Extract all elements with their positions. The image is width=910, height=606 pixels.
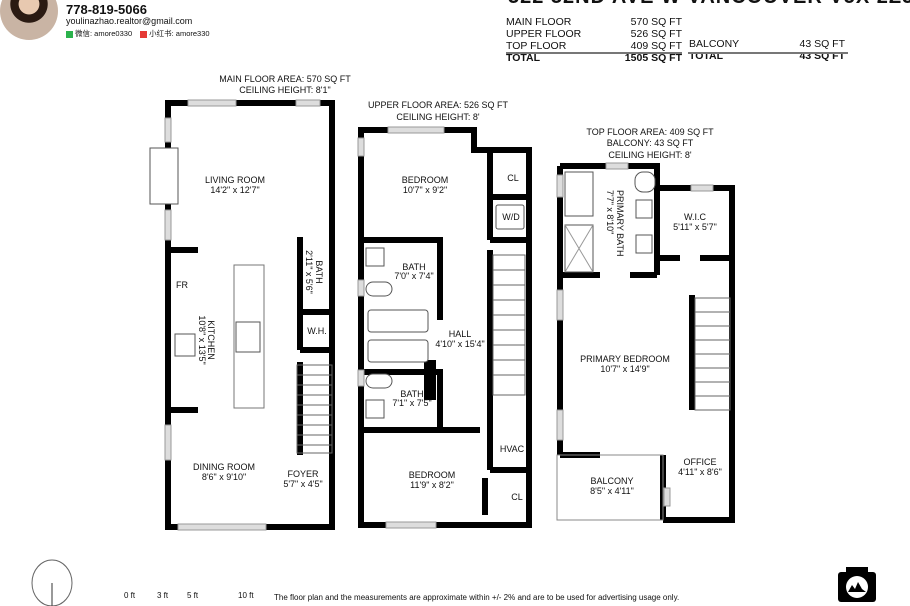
top-floor-ceiling: CEILING HEIGHT: 8' [608,150,692,160]
main-floor-ceiling: CEILING HEIGHT: 8'1" [239,85,330,95]
top-stairs [694,297,731,411]
scale-3: 3 ft [157,591,169,600]
main-stairs [296,364,333,454]
dining-room-label: DINING ROOM [193,462,255,472]
xiaohongshu-item: 小红书: amore330 [140,28,210,39]
balcony-label: BALCONY [590,476,633,486]
main-windows [164,99,321,531]
agent-phone: 778-819-5066 [66,2,147,17]
upper-fixtures [365,204,525,419]
wic-dim: 5'11" x 5'7" [673,222,717,232]
closet-1-label: CL [507,173,519,183]
area-label: TOP FLOOR [506,40,567,52]
hall-dim: 4'10" x 15'4" [435,339,484,349]
upper-floor-area: UPPER FLOOR AREA: 526 SQ FT [368,100,509,110]
top-windows [556,162,714,507]
bedroom-2-label: BEDROOM [409,470,456,480]
office-dim: 4'11" x 8'6" [678,467,722,477]
upper-walls [358,127,532,528]
upper-stairs [492,254,526,396]
agent-social: 微信: amore0330 小红书: amore330 [66,28,210,39]
primary-bath-dim: 7'7" x 8'10" [605,190,615,234]
fridge-label: FR [176,280,188,290]
area-value: 570 SQ FT [630,16,682,28]
balcony-label: BALCONY [689,38,740,50]
upper-windows [357,126,445,529]
kitchen-dim: 10'8" x 13'5" [197,315,207,364]
bedroom-1-dim: 10'7" x 9'2" [403,185,447,195]
main-bath-dim: 2'11" x 5'6" [304,250,314,294]
upper-floor-ceiling: CEILING HEIGHT: 8' [396,112,480,122]
primary-bedroom-label: PRIMARY BEDROOM [580,354,670,364]
total-row: TOTAL 1505 SQ FT [504,52,684,64]
living-room-label: LIVING ROOM [205,175,265,185]
scale-10: 10 ft [238,591,254,600]
office-label: OFFICE [684,457,717,467]
main-bath-label: BATH [314,260,324,283]
wechat-item: 微信: amore0330 [66,28,132,39]
xiaohongshu-icon [140,30,148,38]
area-value: 409 SQ FT [630,40,682,52]
main-floor-area: MAIN FLOOR AREA: 570 SQ FT [219,74,351,84]
bedroom-1-label: BEDROOM [402,175,449,185]
agent-email: youlinazhao.realtor@gmail.com [66,16,193,26]
balcony-row: BALCONY 43 SQ FT [687,38,847,50]
divider [506,52,682,54]
bath-2-dim: 7'1" x 7'5" [392,398,431,408]
total-label: TOTAL [506,52,541,64]
area-row: TOP FLOOR 409 SQ FT [504,40,684,52]
washer-dryer-label: W/D [502,212,520,222]
wechat-id: 微信: amore0330 [75,29,133,38]
water-heater-label: W.H. [307,326,327,336]
wic-label: W.I.C [684,212,706,222]
foyer-dim: 5'7" x 4'5" [283,479,322,489]
area-label: UPPER FLOOR [506,28,582,40]
balcony-value: 43 SQ FT [799,38,845,50]
primary-bedroom-dim: 10'7" x 14'9" [600,364,649,374]
area-label: MAIN FLOOR [506,16,572,28]
balcony-outline [556,454,664,521]
camera-logo-icon [838,567,876,602]
kitchen-label: KITCHEN [206,320,216,360]
divider [688,52,848,54]
disclaimer: The floor plan and the measurements are … [274,593,680,602]
top-floor-plan: TOP FLOOR AREA: 409 SQ FT BALCONY: 43 SQ… [556,127,735,523]
area-value: 526 SQ FT [630,28,682,40]
fireplace [149,147,179,205]
upper-floor-plan: UPPER FLOOR AREA: 526 SQ FT CEILING HEIG… [357,100,532,529]
xiaohongshu-id: 小红书: amore330 [149,29,210,38]
bath-1-dim: 7'0" x 7'4" [394,271,433,281]
top-fixtures [564,171,656,273]
cooktop-icon [174,333,196,357]
bath-2-label: BATH [400,389,423,399]
foyer-label: FOYER [287,469,319,479]
scale-5: 5 ft [187,591,199,600]
hall-label: HALL [449,329,472,339]
bedroom-2-dim: 11'9" x 8'2" [410,480,454,490]
area-row: UPPER FLOOR 526 SQ FT [504,28,684,40]
primary-bath-label: PRIMARY BATH [615,190,625,257]
main-floor-plan: MAIN FLOOR AREA: 570 SQ FT CEILING HEIGH… [149,74,351,531]
dining-room-dim: 8'6" x 9'10" [202,472,246,482]
balcony-dim: 8'5" x 4'11" [590,486,634,496]
area-row: MAIN FLOOR 570 SQ FT [504,16,684,28]
top-floor-balcony: BALCONY: 43 SQ FT [607,138,694,148]
closet-2-label: CL [511,492,523,502]
bath-1-label: BATH [402,262,425,272]
scale-0: 0 ft [124,591,136,600]
top-floor-area: TOP FLOOR AREA: 409 SQ FT [586,127,714,137]
wechat-icon [66,30,73,38]
area-table: MAIN FLOOR 570 SQ FT UPPER FLOOR 526 SQ FT… [504,16,684,64]
total-value: 1505 SQ FT [624,52,682,64]
property-title: 322 32ND AVE W VANCOUVER V5X 2Z3 [508,0,910,9]
hvac-label: HVAC [500,444,525,454]
compass-icon [31,559,73,606]
upper-column [424,360,436,400]
sink-icon [235,321,261,353]
living-room-dim: 14'2" x 12'7" [210,185,259,195]
